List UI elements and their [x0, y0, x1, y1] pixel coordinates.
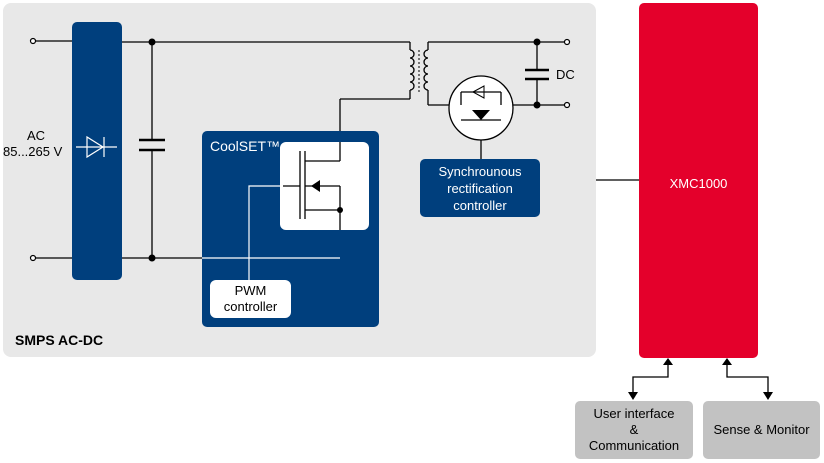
- dc-label: DC: [556, 67, 575, 82]
- sense-monitor-block: Sense & Monitor: [703, 401, 820, 459]
- sync-label-3: controller: [453, 198, 507, 213]
- pwm-label-2: controller: [223, 299, 278, 314]
- coolset-label: CoolSET™: [210, 138, 281, 154]
- ac-range-label: 85...265 V: [3, 144, 63, 159]
- pwm-controller-box: PWM controller: [210, 280, 291, 318]
- ui-label-3: Communication: [588, 438, 680, 453]
- user-interface-block: User interface & Communication: [575, 401, 693, 459]
- sense-label: Sense & Monitor: [713, 422, 810, 437]
- sync-label-2: rectification: [447, 181, 513, 196]
- ac-label: AC: [26, 128, 46, 143]
- xmc-mcu-block: [639, 3, 758, 358]
- smps-label: SMPS AC-DC: [15, 332, 104, 348]
- sync-label-1: Synchrounous: [438, 164, 522, 179]
- sync-rect-controller-box: Synchrounous rectification controller: [420, 159, 540, 217]
- ui-label-1: User interface: [593, 406, 675, 421]
- pwm-label-1: PWM: [234, 283, 267, 298]
- ui-label-2: &: [629, 422, 639, 437]
- mcu-label: XMC1000: [669, 176, 728, 191]
